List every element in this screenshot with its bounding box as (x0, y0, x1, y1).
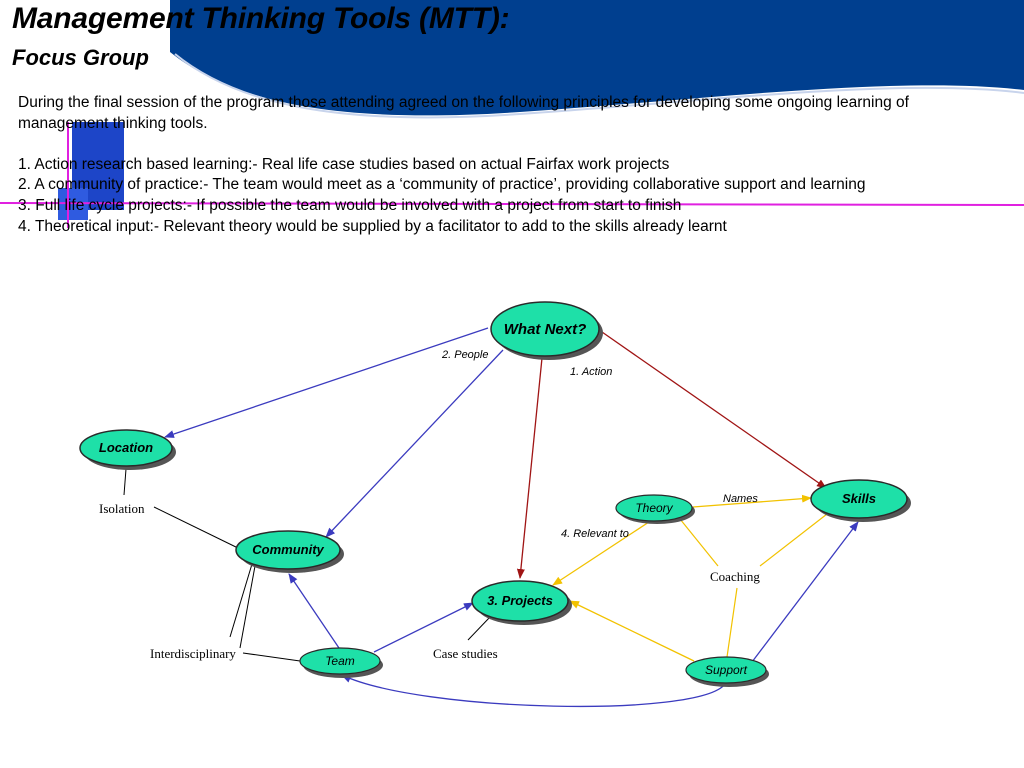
node-what-next-label: What Next? (504, 321, 587, 338)
edge-theory-projects (552, 519, 653, 586)
header-banner (170, 0, 1024, 116)
edge-community-interdisciplinary-a (229, 563, 253, 638)
edge-support-projects (569, 600, 695, 662)
label-interdisciplinary: Interdisciplinary (150, 646, 236, 661)
principle-3: 3. Full life cycle projects:- If possibl… (18, 196, 682, 214)
node-support-label: Support (705, 663, 748, 677)
node-support[interactable]: Support (685, 656, 769, 687)
edge-interdisciplinary-community-b (239, 565, 256, 649)
node-team-label: Team (325, 654, 355, 668)
edges (123, 327, 859, 708)
edge-label-action: 1. Action (570, 366, 612, 378)
edge-theory-skills (692, 494, 812, 508)
label-case-studies: Case studies (433, 646, 498, 661)
node-theory[interactable]: Theory (615, 494, 695, 524)
header-banner-highlight (174, 53, 1024, 119)
edge-casestudies-projects (467, 616, 491, 641)
node-community-label: Community (252, 542, 324, 557)
label-isolation: Isolation (99, 501, 145, 516)
node-community[interactable]: Community (235, 530, 344, 573)
node-skills[interactable]: Skills (810, 479, 911, 522)
principles-text: During the final session of the program … (18, 93, 948, 237)
edge-theory-support (679, 518, 719, 567)
edge-isolation-community (153, 506, 241, 550)
node-theory-label: Theory (635, 501, 673, 515)
node-projects-label: 3. Projects (487, 593, 553, 608)
edge-whatnext-skills (601, 331, 827, 489)
slide-subtitle: Focus Group (12, 45, 149, 70)
edge-interdisciplinary-team (242, 652, 301, 662)
edge-whatnext-community (325, 349, 504, 538)
edge-whatnext-location (164, 327, 489, 438)
node-location[interactable]: Location (79, 429, 176, 470)
edge-label-people: 2. People (441, 349, 488, 361)
edge-whatnext-projects (516, 357, 543, 579)
node-skills-label: Skills (842, 491, 876, 506)
node-team[interactable]: Team (299, 647, 383, 678)
label-coaching: Coaching (710, 569, 760, 584)
edge-team-projects (373, 602, 474, 653)
edge-label-relevant-to: 4. Relevant to (561, 528, 629, 540)
slide-title: Management Thinking Tools (MTT): (12, 2, 510, 35)
edge-location-isolation (123, 468, 127, 496)
principle-2: 2. A community of practice:- The team wo… (18, 176, 866, 194)
node-location-label: Location (99, 440, 153, 455)
edge-support-skills (751, 521, 859, 663)
node-what-next[interactable]: What Next? (490, 301, 603, 360)
edge-coaching-support (726, 587, 738, 658)
node-projects[interactable]: 3. Projects (471, 580, 572, 625)
principle-1: 1. Action research based learning:- Real… (18, 155, 670, 173)
edge-skills-support (759, 513, 828, 567)
edge-support-team (341, 674, 726, 708)
edge-label-names: Names (723, 493, 758, 505)
principle-4: 4. Theoretical input:- Relevant theory w… (18, 217, 727, 235)
decor-magenta-horizontal (0, 202, 1024, 206)
intro-paragraph: During the final session of the program … (18, 94, 909, 132)
edge-team-community (288, 573, 340, 649)
